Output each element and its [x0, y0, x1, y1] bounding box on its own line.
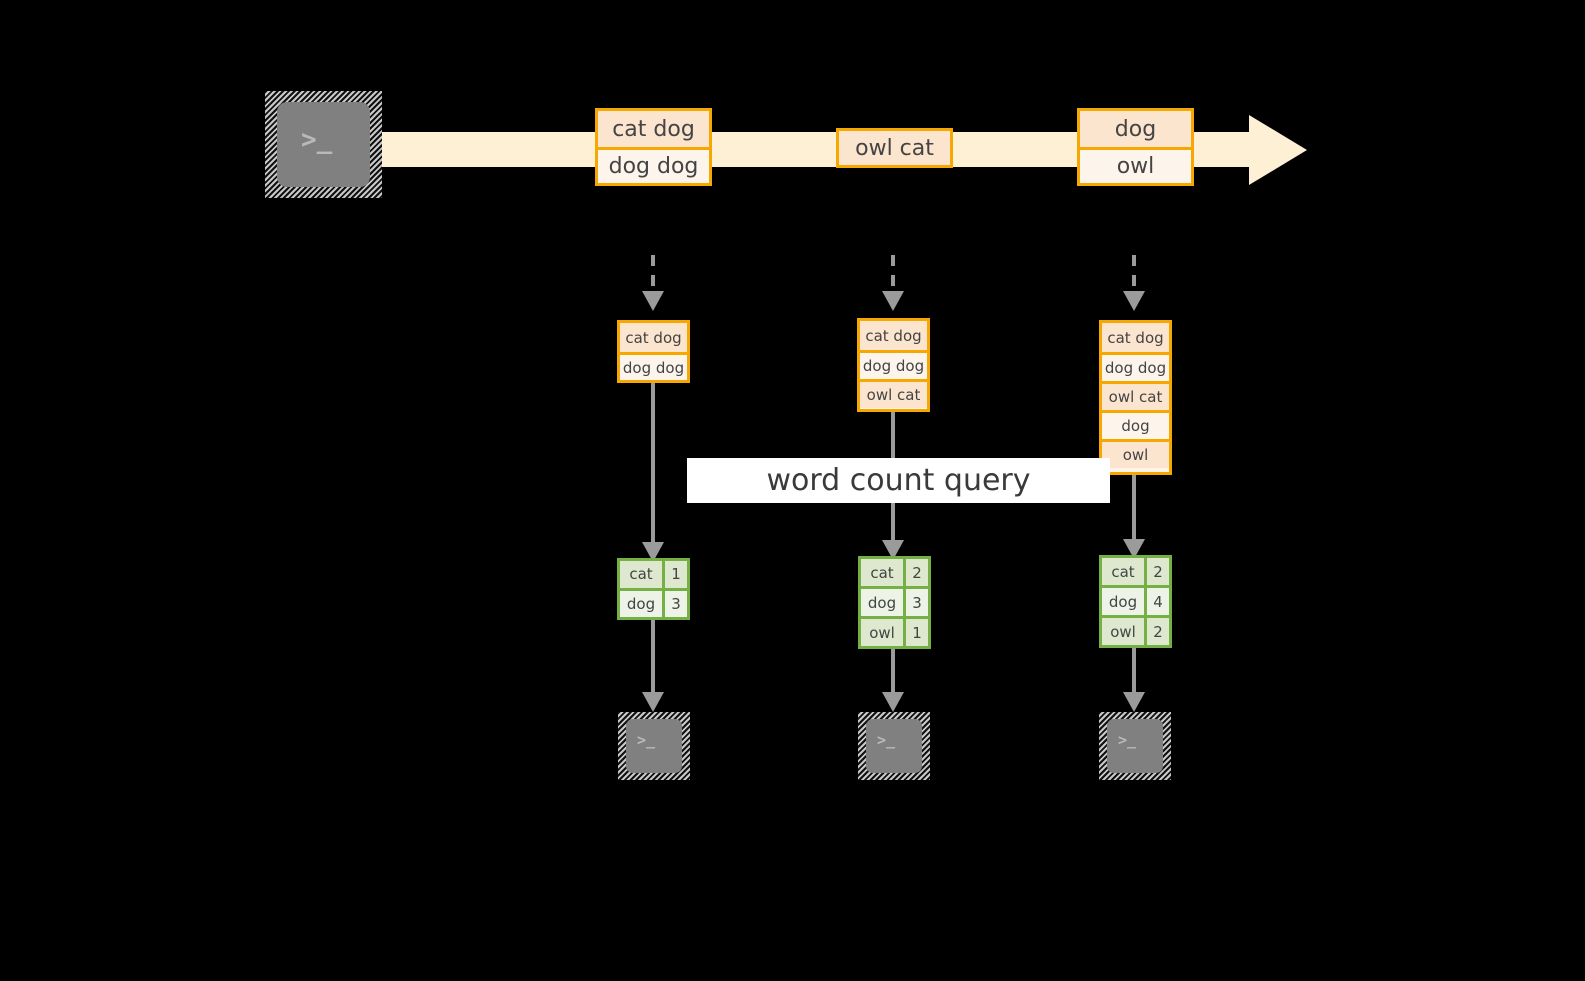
col-2-result-row-1-count: 2: [906, 559, 928, 586]
col-2-result-row-3-count: 1: [906, 619, 928, 646]
stream-arrowhead-icon: [1249, 115, 1307, 185]
col-2-input-row-3: owl cat: [860, 379, 927, 408]
terminal-prompt-glyph: >_: [877, 731, 896, 749]
terminal-prompt-glyph: >_: [301, 125, 333, 155]
col-2-dashed-connector: [891, 255, 895, 293]
col-3-result-row-1-word: cat: [1102, 558, 1147, 585]
terminal-plate: [866, 719, 922, 773]
col-1-result-row-2: dog 3: [620, 587, 687, 617]
stream-batch-2-row-1: owl cat: [839, 131, 950, 165]
col-1-sink-connector: [651, 620, 655, 696]
col-3-query-arrowhead-icon: [1123, 539, 1145, 559]
source-terminal-icon[interactable]: >_: [265, 91, 382, 198]
col-1-query-arrowhead-icon: [642, 542, 664, 562]
stream-batch-1-row-1: cat dog: [598, 111, 709, 147]
col-1-sink-arrowhead-icon: [642, 692, 664, 712]
col-3-result-row-2: dog 4: [1102, 585, 1169, 615]
terminal-plate: [277, 102, 370, 187]
col-2-result-table[interactable]: cat 2 dog 3 owl 1: [858, 556, 931, 649]
col-3-dashed-connector: [1132, 255, 1136, 293]
col-2-input-row-1: cat dog: [860, 321, 927, 350]
col-3-input-row-4: dog: [1102, 410, 1169, 439]
col-3-result-table[interactable]: cat 2 dog 4 owl 2: [1099, 555, 1172, 648]
col-3-dashed-arrowhead-icon: [1123, 291, 1145, 311]
col-2-query-arrowhead-icon: [882, 540, 904, 560]
col-1-result-row-1-word: cat: [620, 561, 665, 588]
col-2-input-row-2: dog dog: [860, 350, 927, 379]
col-1-dashed-connector: [651, 255, 655, 293]
col-3-result-row-1-count: 2: [1147, 558, 1169, 585]
col-3-sink-arrowhead-icon: [1123, 692, 1145, 712]
col-2-dashed-arrowhead-icon: [882, 291, 904, 311]
stream-batch-3-row-1: dog: [1080, 111, 1191, 147]
col-1-input-row-1: cat dog: [620, 323, 687, 352]
col-1-sink-terminal-icon[interactable]: >_: [618, 712, 690, 780]
col-3-result-row-2-count: 4: [1147, 588, 1169, 615]
col-1-dashed-arrowhead-icon: [642, 291, 664, 311]
col-3-sink-terminal-icon[interactable]: >_: [1099, 712, 1171, 780]
col-1-result-row-2-count: 3: [665, 590, 687, 617]
col-2-result-row-2-count: 3: [906, 589, 928, 616]
col-3-result-row-1: cat 2: [1102, 558, 1169, 585]
col-2-input-box[interactable]: cat dog dog dog owl cat: [857, 318, 930, 412]
stream-batch-3[interactable]: dog owl: [1077, 108, 1194, 186]
col-3-input-row-2: dog dog: [1102, 352, 1169, 381]
col-2-result-row-2-word: dog: [861, 589, 906, 616]
terminal-prompt-glyph: >_: [637, 731, 656, 749]
col-2-result-row-3: owl 1: [861, 616, 928, 646]
stream-batch-1-row-2: dog dog: [598, 147, 709, 183]
col-1-query-connector: [651, 383, 655, 545]
col-2-sink-arrowhead-icon: [882, 692, 904, 712]
col-2-sink-connector: [891, 649, 895, 696]
col-3-result-row-3-count: 2: [1147, 618, 1169, 645]
col-3-input-row-1: cat dog: [1102, 323, 1169, 352]
col-1-result-row-1: cat 1: [620, 561, 687, 588]
col-2-result-row-1: cat 2: [861, 559, 928, 586]
col-1-input-box[interactable]: cat dog dog dog: [617, 320, 690, 383]
col-1-result-row-1-count: 1: [665, 561, 687, 588]
col-3-sink-connector: [1132, 648, 1136, 696]
col-3-input-row-3: owl cat: [1102, 381, 1169, 410]
col-1-result-row-2-word: dog: [620, 590, 665, 617]
col-3-input-box[interactable]: cat dog dog dog owl cat dog owl: [1099, 320, 1172, 475]
terminal-plate: [1107, 719, 1163, 773]
stream-batch-3-row-2: owl: [1080, 147, 1191, 183]
stream-batch-1[interactable]: cat dog dog dog: [595, 108, 712, 186]
col-2-result-row-3-word: owl: [861, 619, 906, 646]
stream-batch-2[interactable]: owl cat: [836, 128, 953, 168]
col-2-result-row-1-word: cat: [861, 559, 906, 586]
terminal-prompt-glyph: >_: [1118, 731, 1137, 749]
col-1-input-row-2: dog dog: [620, 352, 687, 380]
terminal-plate: [626, 719, 682, 773]
col-2-result-row-2: dog 3: [861, 586, 928, 616]
col-3-result-row-2-word: dog: [1102, 588, 1147, 615]
col-3-result-row-3-word: owl: [1102, 618, 1147, 645]
query-label: word count query: [687, 458, 1110, 503]
col-3-query-connector: [1132, 475, 1136, 543]
col-2-sink-terminal-icon[interactable]: >_: [858, 712, 930, 780]
col-3-input-row-5: owl: [1102, 439, 1169, 468]
col-3-result-row-3: owl 2: [1102, 615, 1169, 645]
col-1-result-table[interactable]: cat 1 dog 3: [617, 558, 690, 620]
